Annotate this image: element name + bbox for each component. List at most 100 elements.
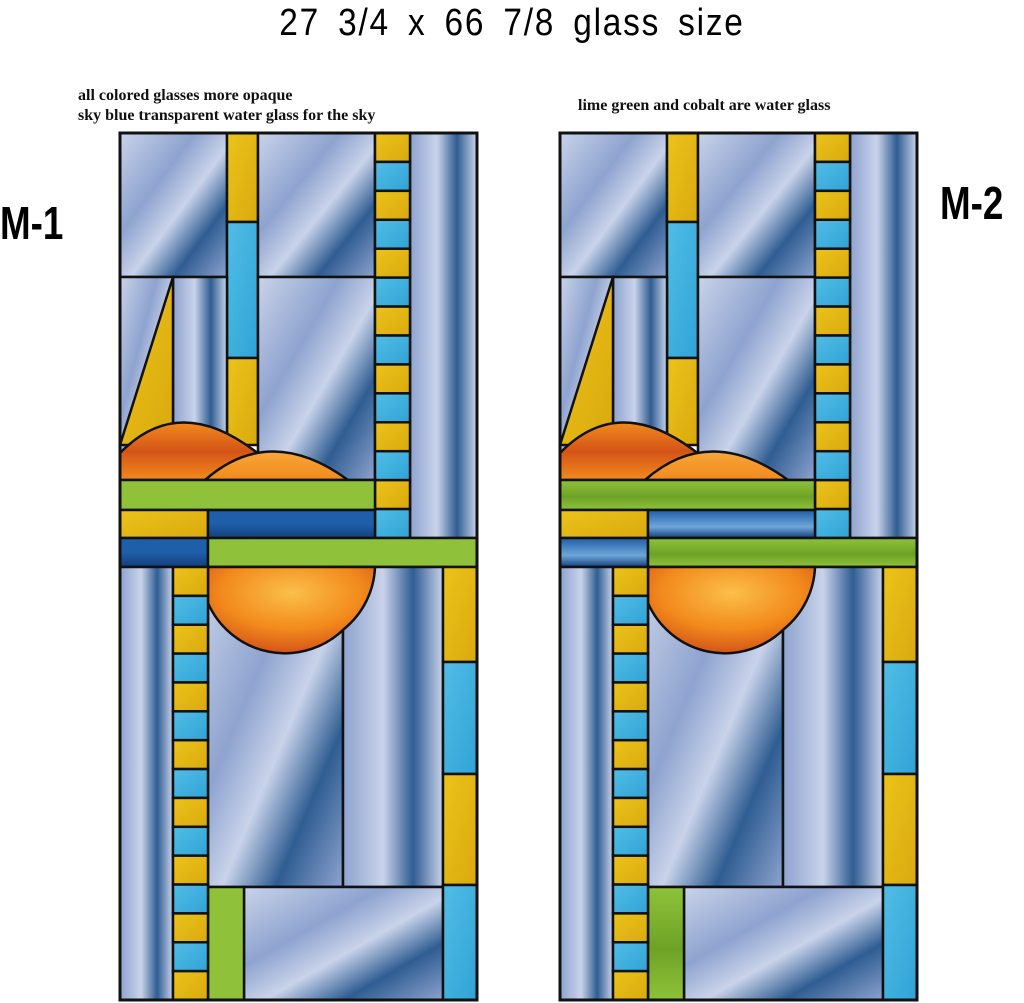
sky-glass <box>848 131 919 540</box>
m1-note-line2: sky blue transparent water glass for the… <box>78 107 376 124</box>
yellow-glass <box>665 356 700 447</box>
light-blue-glass <box>171 767 210 800</box>
light-blue-glass <box>881 883 919 1002</box>
yellow-glass <box>611 565 650 598</box>
yellow-glass <box>373 363 412 395</box>
m1-label: M-1 <box>0 197 64 249</box>
yellow-glass <box>881 772 919 887</box>
light-blue-glass <box>373 218 412 250</box>
yellow-glass <box>813 478 852 511</box>
panel-frame <box>558 131 919 1002</box>
yellow-glass <box>171 854 210 886</box>
sky-glass <box>558 131 669 279</box>
panel-frame <box>118 131 479 1002</box>
yellow-glass <box>611 854 650 886</box>
yellow-glass <box>171 623 210 655</box>
light-blue-glass <box>373 276 412 308</box>
page-title: 27 3/4 x 66 7/8 glass size <box>279 2 745 44</box>
yellow-glass <box>558 508 650 540</box>
sky-glass <box>408 131 479 540</box>
yellow-glass <box>665 131 700 224</box>
yellow-glass <box>373 478 412 511</box>
light-blue-glass <box>881 660 919 776</box>
light-blue-glass <box>611 941 650 973</box>
light-blue-glass <box>611 652 650 684</box>
green-glass-band <box>558 478 817 512</box>
yellow-glass <box>171 681 210 713</box>
sky-glass <box>696 275 817 482</box>
light-blue-glass <box>813 160 852 193</box>
sky-glass <box>558 565 615 1002</box>
yellow-glass <box>373 305 412 337</box>
yellow-glass <box>813 131 852 164</box>
green-glass-band <box>206 536 479 569</box>
yellow-glass <box>171 565 210 598</box>
yellow-glass <box>225 131 260 224</box>
green-glass-band <box>646 536 919 569</box>
light-blue-glass <box>611 825 650 857</box>
light-blue-glass <box>611 883 650 915</box>
yellow-glass <box>441 772 479 887</box>
m2-label: M-2 <box>940 177 1004 229</box>
light-blue-glass <box>813 334 852 366</box>
sky-glass <box>682 885 885 1002</box>
light-blue-glass <box>373 160 412 193</box>
yellow-glass <box>118 508 210 540</box>
setting-sun-right-glass <box>201 450 352 482</box>
light-blue-glass <box>373 507 412 540</box>
light-blue-glass <box>813 218 852 250</box>
yellow-glass <box>373 131 412 164</box>
stained-glass-panel-m1 <box>118 131 479 1002</box>
cobalt-glass-band <box>558 536 650 569</box>
light-blue-glass <box>611 710 650 742</box>
light-blue-glass <box>373 334 412 366</box>
light-blue-glass <box>171 825 210 857</box>
sky-glass <box>118 131 229 279</box>
light-blue-glass <box>813 449 852 482</box>
m1-notes: all colored glasses more opaque sky blue… <box>78 86 375 126</box>
light-blue-glass <box>171 883 210 915</box>
light-blue-glass <box>611 594 650 626</box>
sky-glass <box>696 131 817 279</box>
sky-glass <box>781 565 885 889</box>
green-glass-vertical <box>206 885 246 1002</box>
yellow-glass <box>171 912 210 944</box>
light-blue-glass <box>441 883 479 1002</box>
light-blue-glass <box>813 507 852 540</box>
setting-sun-right-glass <box>641 450 792 482</box>
light-blue-glass <box>171 594 210 626</box>
yellow-glass <box>373 421 412 453</box>
sky-glass <box>118 565 175 1002</box>
green-glass-vertical <box>646 885 686 1002</box>
light-blue-glass <box>373 449 412 482</box>
light-blue-glass <box>813 392 852 424</box>
sun-glass <box>646 565 817 655</box>
light-blue-glass <box>171 710 210 742</box>
cobalt-glass-band <box>646 508 817 540</box>
sun-glass <box>206 565 377 655</box>
yellow-glass <box>171 738 210 771</box>
yellow-glass <box>813 189 852 222</box>
light-blue-glass <box>373 392 412 424</box>
stained-glass-panel-m2 <box>558 131 919 1002</box>
yellow-glass <box>611 623 650 655</box>
yellow-glass <box>373 189 412 222</box>
yellow-glass <box>225 356 260 447</box>
yellow-glass <box>611 738 650 771</box>
yellow-glass <box>171 796 210 829</box>
light-blue-glass <box>665 220 700 360</box>
yellow-glass <box>441 565 479 664</box>
light-blue-glass <box>813 276 852 308</box>
yellow-glass <box>171 969 210 1002</box>
yellow-glass <box>611 796 650 829</box>
sky-glass <box>256 131 377 279</box>
green-glass-band <box>118 478 377 512</box>
light-blue-glass <box>171 941 210 973</box>
yellow-glass <box>813 305 852 337</box>
light-blue-glass <box>171 652 210 684</box>
sky-glass <box>242 885 445 1002</box>
yellow-glass <box>373 247 412 279</box>
cobalt-glass-band <box>206 508 377 540</box>
yellow-glass <box>813 421 852 453</box>
m1-note-line1: all colored glasses more opaque <box>78 87 293 104</box>
